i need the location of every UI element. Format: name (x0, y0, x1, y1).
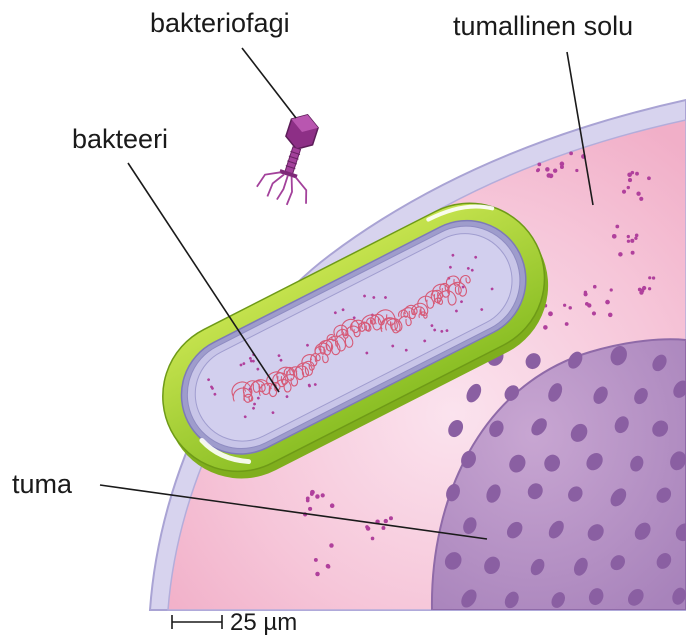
granule (648, 276, 651, 279)
granule (647, 176, 651, 180)
granule (627, 240, 630, 243)
granule (639, 290, 643, 294)
phage-tail (285, 147, 301, 174)
granule (306, 499, 310, 503)
granule (314, 558, 318, 562)
granule (381, 526, 385, 530)
granule (569, 151, 573, 155)
granule (384, 519, 388, 523)
granule (636, 192, 640, 196)
granule (622, 190, 626, 194)
granule (630, 239, 634, 243)
granule (639, 197, 643, 201)
label-nucleus: tuma (12, 469, 73, 499)
granule (371, 537, 375, 541)
granule (642, 286, 646, 290)
granule (612, 234, 617, 239)
granule (546, 173, 551, 178)
granule (592, 311, 596, 315)
granule (537, 163, 541, 167)
leader-bacteriophage (242, 48, 296, 118)
label-bacterium: bakteeri (72, 124, 168, 154)
granule (315, 494, 319, 498)
granule (543, 325, 548, 330)
granule (575, 169, 578, 172)
granule (329, 543, 333, 547)
granule (584, 291, 587, 294)
label-bacteriophage: bakteriofagi (150, 8, 290, 38)
granule (635, 172, 639, 176)
bacteriophage (254, 107, 332, 211)
granule (627, 235, 630, 238)
granule (545, 167, 550, 172)
granule (605, 300, 610, 305)
granule (608, 313, 613, 318)
granule (310, 490, 315, 495)
granule (321, 493, 325, 497)
label-eukaryotic-cell: tumallinen solu (453, 11, 633, 41)
granule (615, 225, 619, 229)
granule (652, 276, 655, 279)
granule (308, 507, 312, 511)
granule (627, 186, 630, 189)
granule (593, 285, 597, 289)
granule (618, 252, 623, 257)
granule (315, 572, 319, 576)
granule (537, 168, 540, 171)
granule (326, 564, 330, 568)
granule (627, 172, 632, 177)
granule (560, 162, 565, 167)
granule (563, 304, 566, 307)
granule (610, 288, 613, 291)
scale-bar: 25 µm (172, 609, 297, 635)
granule (565, 322, 569, 326)
granule (587, 303, 591, 307)
granule (631, 251, 635, 255)
granule (553, 169, 557, 173)
granule (365, 525, 369, 529)
granule (635, 234, 639, 238)
scale-bar-label: 25 µm (230, 609, 297, 635)
granule (628, 178, 632, 182)
granule (569, 306, 572, 309)
granule (389, 516, 393, 520)
granule (548, 311, 553, 316)
granule (330, 503, 335, 508)
granule (648, 287, 651, 290)
